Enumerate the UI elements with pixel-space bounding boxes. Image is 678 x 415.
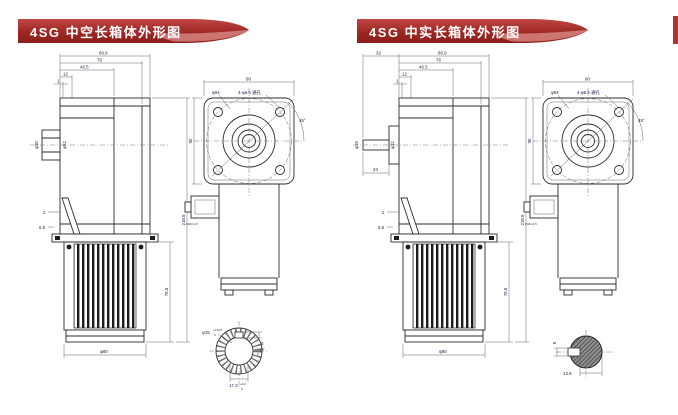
dim-shaft-len: 24 <box>373 167 378 172</box>
dim-lip: 2 <box>43 210 46 215</box>
dim-depth-tol-upper: +0.2 <box>240 382 246 386</box>
dim-width-total: 86.9 <box>438 51 447 56</box>
dim-motor-dia: φ80 <box>439 349 447 354</box>
panel-hollow-shaft: 4SG 中空长箱体外形图 <box>16 18 306 391</box>
dim-flange-height: 90 <box>188 138 193 143</box>
dim-corner-angle: 45° <box>638 118 645 123</box>
dim-cable-entry: M16×1.5 <box>525 222 537 226</box>
dim-key-flat: 13.5 <box>563 371 572 376</box>
dim-width-total: 86.9 <box>99 51 108 56</box>
drawing-solid: 32 86.9 76 46.5 12 1 φ15 φ32 24 2 6.5 78… <box>353 51 645 378</box>
banner-ribbon <box>357 19 588 43</box>
dim-bore-tol-upper: +0.027 <box>213 328 223 332</box>
dim-bolt-circle: φ94 <box>212 90 220 95</box>
dim-shaft-dia: φ15 <box>354 141 359 149</box>
keyway-slot <box>234 331 244 339</box>
dim-height-total: 218.5 <box>520 214 525 226</box>
dim-width-hub: 12 <box>402 72 407 77</box>
dim-width-inner: 76 <box>97 58 102 63</box>
shaft-section-detail: φ15 +0.027 0 17.3 +0.2 0 5 +0.030 0 <box>202 321 269 391</box>
dim-depth-tol-lower: 0 <box>241 387 243 391</box>
dim-cable-entry: M16×1.5 <box>186 222 198 226</box>
front-view: 86.9 76 46.5 12 1 φ30 φ52 2 6.5 78.5 218… <box>30 51 190 358</box>
dim-hub-od: φ30 <box>34 141 39 149</box>
dim-flange-width: 90 <box>246 77 251 82</box>
dim-width-hub: 12 <box>63 72 68 77</box>
dim-shaft-total: 32 <box>376 51 381 56</box>
front-view: 32 86.9 76 46.5 12 1 φ15 φ32 24 2 6.5 78… <box>353 51 529 358</box>
dim-bore: φ15 <box>202 330 210 335</box>
dim-plate: 6.5 <box>378 225 385 230</box>
dim-corner-holes: 4-φ6.5 通孔 <box>238 89 261 96</box>
dim-boss-od: φ52 <box>62 141 67 149</box>
dim-height-motor: 78.5 <box>164 287 169 296</box>
dim-key-width: 5 <box>261 341 264 346</box>
section-title: 4SG 中空长箱体外形图 <box>30 25 182 40</box>
dim-width-lip: 1 <box>57 79 60 84</box>
dim-bore-tol-lower: 0 <box>214 333 216 337</box>
dim-corner-holes: 4-φ6.5 通孔 <box>577 89 600 96</box>
dim-width-step: 46.5 <box>419 65 428 70</box>
banner-ribbon <box>18 19 249 43</box>
dim-flange-height: 90 <box>527 138 532 143</box>
section-banner: 4SG 中空长箱体外形图 <box>16 18 252 44</box>
dim-plate: 6.5 <box>39 225 46 230</box>
dim-height-total: 218.5 <box>181 214 186 226</box>
shaft-section-detail: 5 13.5 <box>552 330 616 378</box>
dim-lip: 2 <box>382 210 385 215</box>
drawing-hollow: 86.9 76 46.5 12 1 φ30 φ52 2 6.5 78.5 218… <box>30 51 306 391</box>
dim-corner-angle: 45° <box>299 118 306 123</box>
dim-key-width: 5 <box>552 341 557 344</box>
page-edge-marker <box>673 16 678 44</box>
dim-key-tol-upper: +0.030 <box>255 347 265 351</box>
side-view: 45° 90 90 φ94 4-φ6.5 通孔 <box>184 77 306 296</box>
panel-solid-shaft: 4SG 中实长箱体外形图 <box>339 0 678 415</box>
dim-bolt-circle: φ94 <box>551 90 559 95</box>
dim-width-lip: 1 <box>396 79 399 84</box>
dim-height-motor: 78.5 <box>503 287 508 296</box>
keyway-slot <box>567 347 581 357</box>
dim-key-tol-lower: 0 <box>257 352 259 356</box>
motor-fins <box>73 243 137 329</box>
side-view: 45° 90 90 φ94 4-φ6.5 通孔 M16×1.5 <box>523 77 645 296</box>
section-title: 4SG 中实长箱体外形图 <box>369 25 521 40</box>
dim-keyway-depth: 17.3 <box>229 383 238 388</box>
dim-width-inner: 76 <box>436 58 441 63</box>
dim-motor-dia: φ80 <box>100 349 108 354</box>
dim-boss-od: φ32 <box>390 141 395 149</box>
dim-flange-width: 90 <box>585 77 590 82</box>
section-banner: 4SG 中实长箱体外形图 <box>355 18 591 44</box>
dim-width-step: 46.5 <box>80 65 89 70</box>
motor-fins <box>412 243 476 329</box>
